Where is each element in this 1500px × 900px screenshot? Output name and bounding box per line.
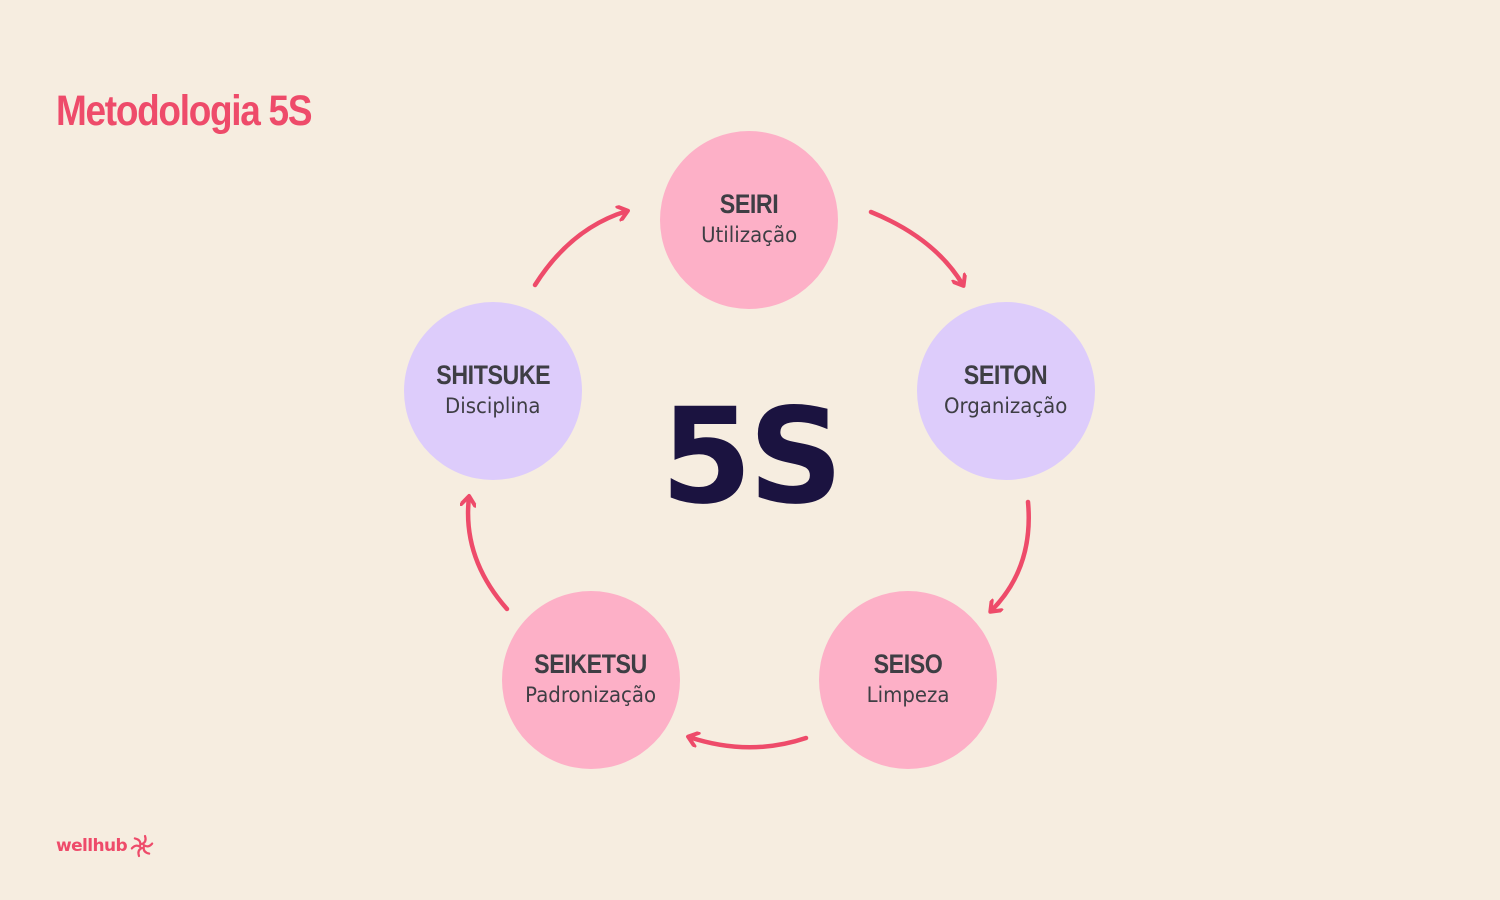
step-seiri: SEIRI Utilização xyxy=(660,131,838,309)
step-seiketsu: SEIKETSU Padronização xyxy=(502,591,680,769)
arrow-seiton-to-seiso xyxy=(991,499,1031,611)
step-seiton: SEITON Organização xyxy=(917,302,1095,480)
pinwheel-icon xyxy=(130,834,154,858)
step-subtitle: Limpeza xyxy=(866,683,950,708)
step-subtitle: Utilização xyxy=(700,223,798,248)
step-name: SEISO xyxy=(873,649,943,680)
arrow-seiso-to-seiketsu xyxy=(689,737,809,750)
brand-logo: wellhub xyxy=(56,834,154,858)
step-subtitle: Padronização xyxy=(525,683,657,708)
step-subtitle: Disciplina xyxy=(445,394,541,419)
step-name: SHITSUKE xyxy=(436,360,550,391)
arrow-shitsuke-to-seiri xyxy=(532,211,627,288)
center-label: 5S xyxy=(660,380,844,534)
step-subtitle: Organização xyxy=(944,394,1068,419)
step-name: SEIKETSU xyxy=(534,649,648,680)
page-title: Metodologia 5S xyxy=(56,87,312,135)
step-name: SEIRI xyxy=(719,189,779,220)
arrow-seiri-to-seiton xyxy=(868,209,963,285)
step-name: SEITON xyxy=(964,360,1048,391)
arrow-seiketsu-to-shitsuke xyxy=(468,497,510,612)
step-shitsuke: SHITSUKE Disciplina xyxy=(404,302,582,480)
step-seiso: SEISO Limpeza xyxy=(819,591,997,769)
brand-name: wellhub xyxy=(56,836,128,856)
